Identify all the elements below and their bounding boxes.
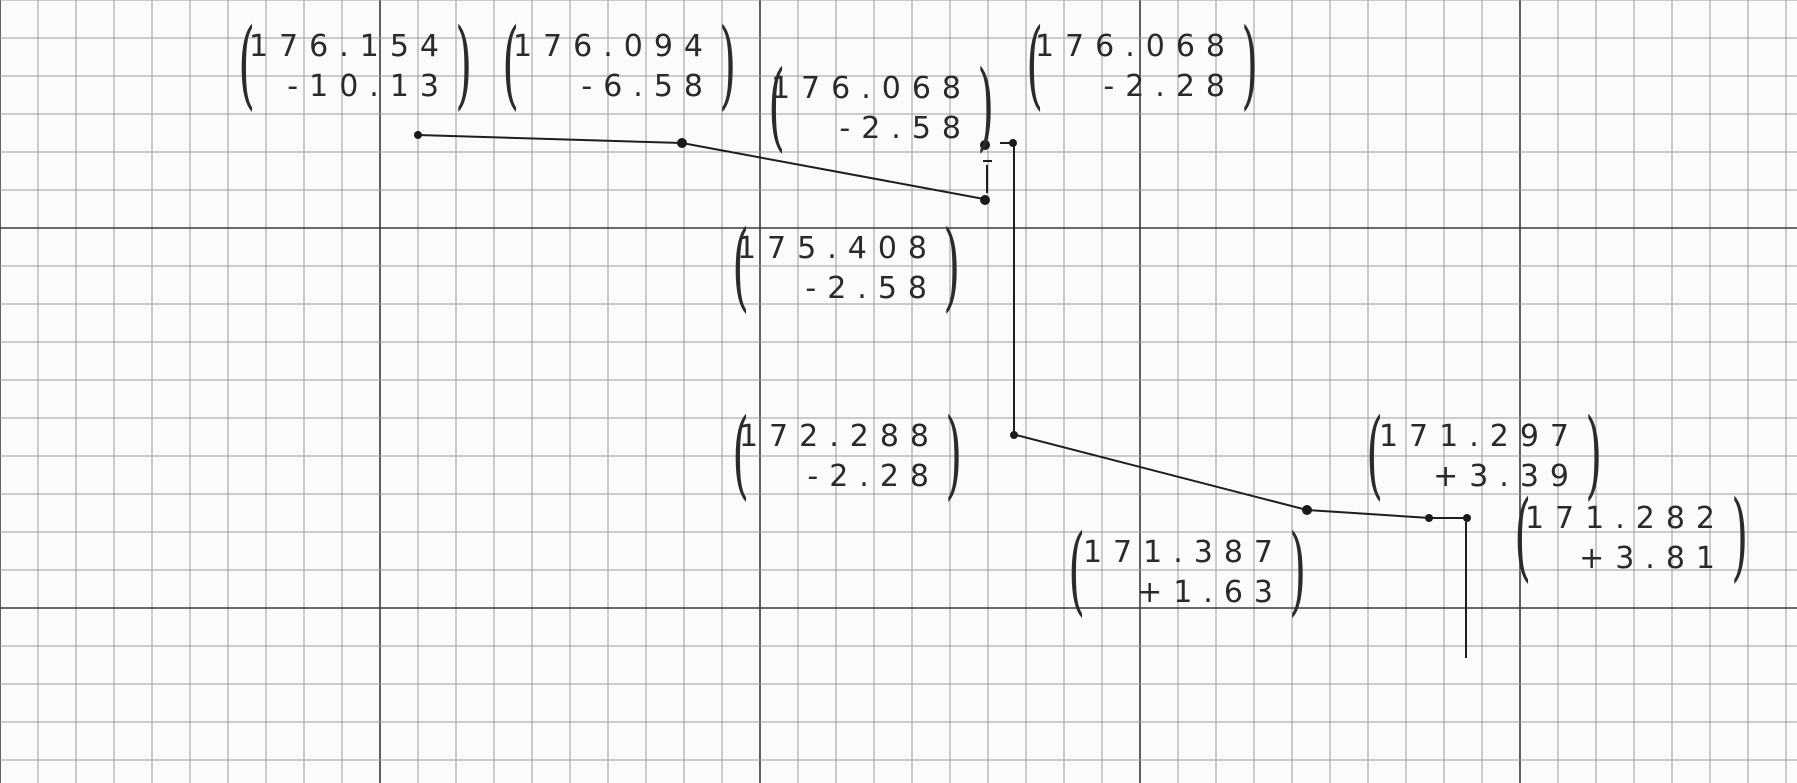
path-node <box>980 195 990 205</box>
left-paren: ( <box>1514 480 1532 592</box>
left-paren: ( <box>238 8 256 120</box>
vector-bottom-value: -2.28 <box>807 459 940 494</box>
path-segment <box>1306 509 1431 519</box>
path-node <box>1425 514 1433 522</box>
right-paren: ) <box>944 398 962 510</box>
right-paren: ) <box>1288 514 1306 626</box>
path-node <box>414 131 422 139</box>
vector-top-value: 171.387 <box>1082 535 1284 570</box>
vector-label-6: ( 172.288 -2.28 ) <box>732 406 961 504</box>
vector-top-value: 176.068 <box>1034 29 1236 64</box>
vector-top-value: 171.297 <box>1378 419 1580 454</box>
vector-label-3: ( 176.068 -2.58 ) <box>768 58 993 156</box>
right-paren: ) <box>1240 8 1258 120</box>
vector-label-5: ( 175.408 -2.58 ) <box>732 218 959 316</box>
left-paren: ( <box>1366 398 1384 510</box>
path-node <box>1463 514 1471 522</box>
vector-bottom-value: -2.28 <box>1103 69 1236 104</box>
vector-label-8: ( 171.387 +1.63 ) <box>1068 522 1305 620</box>
vector-bottom-value: +3.39 <box>1433 459 1580 494</box>
vector-label-4: ( 176.068 -2.28 ) <box>1026 16 1257 114</box>
left-paren: ( <box>1026 8 1044 120</box>
vector-label-7: ( 171.297 +3.39 ) <box>1366 406 1601 504</box>
path-segment <box>681 142 985 200</box>
vector-label-9: ( 171.282 +3.81 ) <box>1514 488 1747 586</box>
vector-bottom-value: -10.13 <box>287 69 450 104</box>
left-paren: ( <box>502 8 520 120</box>
path-segment <box>417 134 683 144</box>
right-paren: ) <box>1584 398 1602 510</box>
vector-top-value: 176.154 <box>248 29 450 64</box>
left-paren: ( <box>732 398 750 510</box>
vector-bottom-value: +1.63 <box>1137 575 1284 610</box>
vector-label-2: ( 176.094 -6.58 ) <box>502 16 735 114</box>
vector-bottom-value: +3.81 <box>1579 541 1726 576</box>
right-paren: ) <box>942 210 960 322</box>
left-paren: ( <box>1068 514 1086 626</box>
right-paren: ) <box>454 8 472 120</box>
path-node <box>980 140 990 150</box>
path-node <box>1302 505 1312 515</box>
left-paren: ( <box>768 50 786 162</box>
vector-top-value: 175.408 <box>736 231 938 266</box>
vector-bottom-value: -2.58 <box>805 271 938 306</box>
path-segment <box>1015 434 1308 511</box>
vector-top-value: 172.288 <box>738 419 940 454</box>
vector-top-value: 176.094 <box>512 29 714 64</box>
vector-top-value: 176.068 <box>770 71 972 106</box>
right-paren: ) <box>718 8 736 120</box>
left-paren: ( <box>732 210 750 322</box>
path-diagram <box>414 131 1471 658</box>
vector-bottom-value: -6.58 <box>581 69 714 104</box>
right-paren: ) <box>976 50 994 162</box>
path-node <box>1010 431 1018 439</box>
vector-label-1: ( 176.154 -10.13 ) <box>238 16 471 114</box>
vector-bottom-value: -2.58 <box>839 111 972 146</box>
right-paren: ) <box>1730 480 1748 592</box>
path-node <box>1009 139 1017 147</box>
vector-top-value: 171.282 <box>1524 501 1726 536</box>
path-node <box>677 138 687 148</box>
